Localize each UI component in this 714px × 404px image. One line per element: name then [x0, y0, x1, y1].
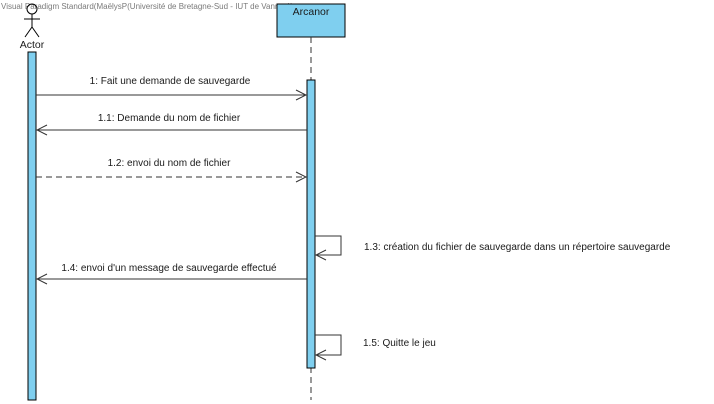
object-activation-bar: [306, 79, 316, 369]
message-label-1: 1: Fait une demande de sauvegarde: [90, 76, 251, 87]
message-label-1-5: 1.5: Quitte le jeu: [363, 338, 436, 349]
object-box-arcanor: [276, 3, 346, 38]
actor-label: Actor: [20, 39, 45, 51]
actor-icon: [24, 3, 40, 38]
message-label-1-1: 1.1: Demande du nom de fichier: [98, 113, 241, 124]
watermark-text: Visual Paradigm Standard(MaëlysP(Univers…: [1, 2, 293, 11]
object-label: Arcanor: [293, 6, 330, 18]
message-arrow-1-3-self: [315, 235, 342, 255]
message-label-1-2: 1.2: envoi du nom de fichier: [108, 158, 232, 169]
message-label-1-4: 1.4: envoi d'un message de sauvegarde ef…: [61, 263, 277, 274]
message-arrow-1-5-self: [315, 334, 342, 355]
message-label-1-3: 1.3: création du fichier de sauvegarde d…: [364, 242, 671, 253]
actor-activation-bar: [27, 51, 37, 401]
